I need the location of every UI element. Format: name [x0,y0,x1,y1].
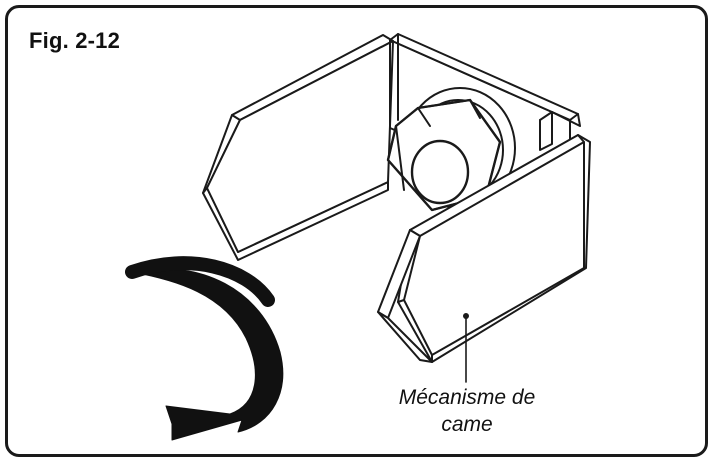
bracket-left-wing [202,34,394,261]
figure-label: Fig. 2-12 [29,28,121,53]
curved-arrow-icon [125,256,284,441]
callout-line-2: came [441,413,493,436]
cam-front-plate [377,134,591,363]
callout-line-1: Mécanisme de [398,386,536,409]
callout-leader [463,313,469,383]
callout-label: Mécanisme de came [362,384,572,438]
bracket-channel-detail [389,33,581,151]
